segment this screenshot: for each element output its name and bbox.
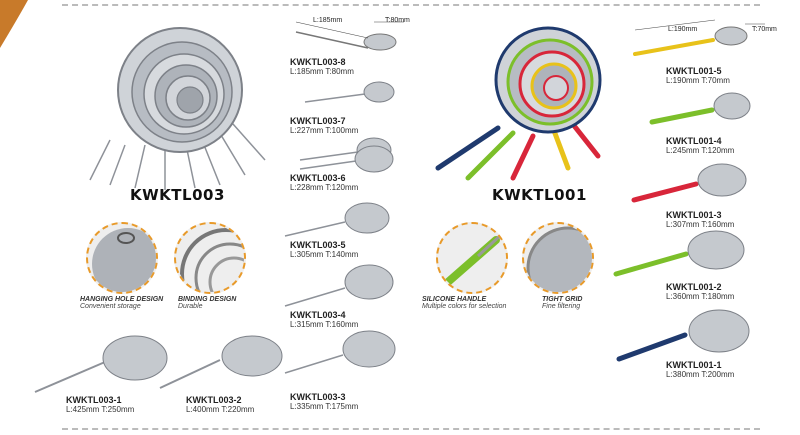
feature-hanging-hole: HANGING HOLE DESIGN Convenient storage: [80, 296, 163, 310]
kwktl001-nested-colored-strainers-image: [435, 26, 602, 181]
bottom-dashed-divider: [62, 428, 760, 430]
strainer-icon: [304, 81, 395, 103]
item-code: KWKTL003-3: [290, 392, 346, 402]
kwktl003-diagram-length: L:185mm: [313, 17, 343, 24]
feature-tight-grid: TIGHT GRID Fine filtering: [542, 296, 582, 310]
item-code: KWKTL003-7: [290, 116, 346, 126]
item-code: KWKTL001-5: [666, 66, 722, 76]
item-dims: L:335mm T:175mm: [290, 402, 359, 411]
item-dims: L:245mm T:120mm: [666, 146, 735, 155]
item-code: KWKTL001-2: [666, 282, 722, 292]
strainer-icon: [159, 335, 283, 389]
item-kwktl003-1: KWKTL003-1 L:425mm T:250mm: [66, 395, 134, 414]
item-kwktl003-6: KWKTL003-6 L:228mm T:120mm: [290, 173, 358, 192]
strainer-icon: [649, 92, 751, 125]
item-dims: L:360mm T:180mm: [666, 292, 735, 301]
kwktl003-nested-strainers-image: [89, 27, 266, 190]
item-dims: L:315mm T:160mm: [290, 320, 359, 329]
item-kwktl001-2: KWKTL001-2 L:360mm T:180mm: [666, 282, 734, 301]
feature-binding: BINDING DESIGN Durable: [178, 296, 236, 310]
feature-subtitle: Convenient storage: [80, 303, 141, 310]
item-code: KWKTL001-4: [666, 136, 722, 146]
item-kwktl001-4: KWKTL001-4 L:245mm T:120mm: [666, 136, 734, 155]
item-dims: L:185mm T:80mm: [290, 67, 354, 76]
strainer-icon: [613, 230, 745, 277]
strainer-icon: [284, 264, 394, 307]
item-kwktl003-4: KWKTL003-4 L:315mm T:160mm: [290, 310, 358, 329]
silicone-handle-closeup: [436, 222, 508, 294]
strainer-icon: [284, 330, 396, 374]
item-code: KWKTL001-1: [666, 360, 722, 370]
top-dashed-divider: [62, 4, 760, 6]
strainer-icon: [631, 163, 747, 203]
item-dims: L:425mm T:250mm: [66, 405, 135, 414]
kwktl001-diagram-tube: T:70mm: [752, 26, 777, 33]
item-kwktl003-8: KWKTL003-8 L:185mm T:80mm: [290, 57, 354, 76]
kwktl003-diagram-tube: T:80mm: [385, 17, 410, 24]
feature-title: SILICONE HANDLE: [422, 296, 487, 303]
kwktl001-diagram-length: L:190mm: [668, 26, 698, 33]
item-kwktl001-1: KWKTL001-1 L:380mm T:200mm: [666, 360, 734, 379]
item-dims: L:227mm T:100mm: [290, 126, 359, 135]
kwktl001-dimension-diagram: [633, 19, 765, 56]
strainer-icon: [616, 309, 750, 362]
item-code: KWKTL003-5: [290, 240, 346, 250]
item-code: KWKTL003-8: [290, 57, 346, 67]
item-dims: L:190mm T:70mm: [666, 76, 730, 85]
item-code: KWKTL003-1: [66, 395, 122, 405]
item-kwktl003-3: KWKTL003-3 L:335mm T:175mm: [290, 392, 358, 411]
strainer-icon: [299, 145, 394, 173]
item-kwktl003-7: KWKTL003-7 L:227mm T:100mm: [290, 116, 358, 135]
item-code: KWKTL001-3: [666, 210, 722, 220]
series-title-kwktl003: KWKTL003: [130, 186, 225, 204]
item-dims: L:307mm T:160mm: [666, 220, 735, 229]
feature-silicone-handle: SILICONE HANDLE Multiple colors for sele…: [422, 296, 506, 310]
tight-grid-closeup: [522, 222, 594, 294]
item-kwktl001-3: KWKTL001-3 L:307mm T:160mm: [666, 210, 734, 229]
item-dims: L:305mm T:140mm: [290, 250, 359, 259]
item-code: KWKTL003-2: [186, 395, 242, 405]
feature-subtitle: Multiple colors for selection: [422, 303, 507, 310]
kwktl003-dimension-diagram: [295, 21, 404, 51]
item-kwktl003-2: KWKTL003-2 L:400mm T:220mm: [186, 395, 254, 414]
feature-subtitle: Durable: [178, 303, 203, 310]
item-dims: L:228mm T:120mm: [290, 183, 359, 192]
strainer-icon: [284, 202, 390, 237]
item-dims: L:400mm T:220mm: [186, 405, 255, 414]
feature-subtitle: Fine filtering: [542, 303, 581, 310]
binding-closeup: [174, 222, 246, 294]
strainer-icon: [34, 335, 168, 393]
item-dims: L:380mm T:200mm: [666, 370, 735, 379]
series-title-kwktl001: KWKTL001: [492, 186, 587, 204]
item-kwktl003-5: KWKTL003-5 L:305mm T:140mm: [290, 240, 358, 259]
corner-decoration: [0, 0, 28, 48]
feature-title: TIGHT GRID: [542, 296, 583, 303]
item-code: KWKTL003-4: [290, 310, 346, 320]
hanging-hole-closeup: [86, 222, 158, 294]
item-code: KWKTL003-6: [290, 173, 346, 183]
feature-title: BINDING DESIGN: [178, 296, 237, 303]
feature-title: HANGING HOLE DESIGN: [80, 296, 164, 303]
item-kwktl001-5: KWKTL001-5 L:190mm T:70mm: [666, 66, 730, 85]
